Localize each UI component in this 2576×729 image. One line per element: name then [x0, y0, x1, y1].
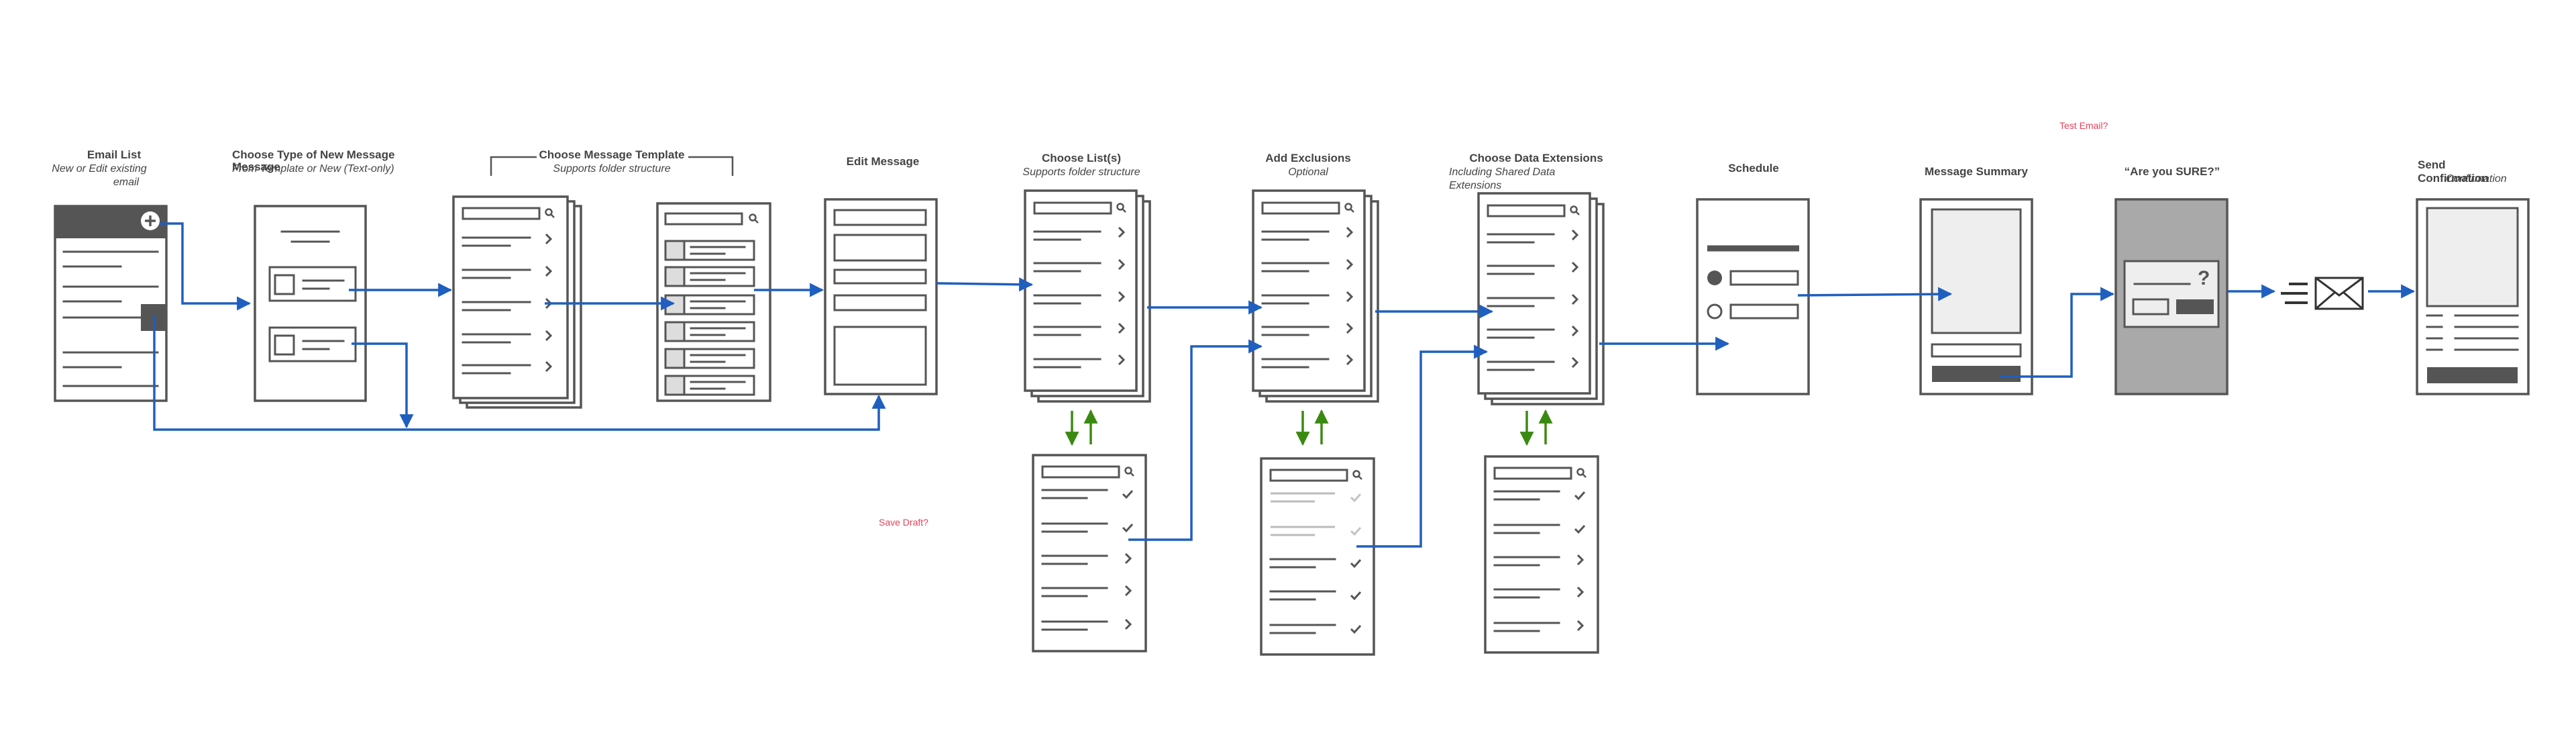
screen-title: Add Exclusions — [1265, 152, 1351, 164]
screen-title: Choose Message Template — [539, 148, 685, 161]
screen-subtitle: Including Shared Data — [1449, 166, 1555, 178]
screen-label-choose-type: Choose Type of New Message Message From … — [232, 148, 394, 175]
are-you-sure-screen: ? — [2114, 198, 2229, 395]
screen-title: Choose Type of New Message — [232, 148, 394, 161]
flow-arrow — [1128, 339, 1263, 541]
screen-title: “Are you SURE?” — [2125, 165, 2220, 178]
screen-title: Edit Message — [847, 155, 920, 168]
screen-label-email-list: Email List New or Edit existing email — [52, 148, 146, 188]
question-mark-icon: ? — [2198, 267, 2210, 289]
screen-subtitle: New or Edit existing — [52, 163, 146, 175]
save-draft-note: Save Draft? — [879, 517, 928, 528]
screen-title: Message Summary — [1925, 165, 2029, 178]
email-list-rows — [62, 250, 159, 387]
search-input[interactable] — [1487, 204, 1566, 217]
screen-title-2: Confirmation — [2418, 172, 2489, 185]
template-thumbnail-screen — [656, 202, 771, 402]
flow-arrows — [153, 222, 2416, 548]
choose-lists-screen — [1024, 189, 1151, 403]
search-input[interactable] — [1041, 465, 1120, 479]
screen-subtitle: Extensions — [1449, 180, 1501, 191]
schedule-screen — [1696, 198, 1810, 395]
screen-subtitle: From Template or New (Text-only) — [232, 163, 394, 175]
flow-arrow — [1999, 287, 2115, 378]
screen-title: Choose List(s) — [1042, 152, 1121, 164]
screen-label-add-exclusions: Add Exclusions Optional — [1265, 152, 1351, 178]
test-email-note: Test Email? — [2059, 120, 2108, 131]
content-block[interactable] — [833, 326, 927, 386]
dialog-confirm-button[interactable] — [2176, 299, 2214, 314]
screen-subtitle: Confirmation — [2446, 173, 2507, 185]
flow-arrow — [160, 222, 252, 311]
radio-send-now[interactable] — [1707, 271, 1722, 285]
search-input[interactable] — [1261, 201, 1340, 215]
selected-data-extensions-panel — [1484, 455, 1599, 654]
selected-exclusions-panel — [1260, 457, 1375, 656]
search-input[interactable] — [462, 207, 541, 220]
template-option[interactable] — [268, 266, 357, 302]
screen-subtitle: email — [113, 177, 140, 188]
choose-type-screen — [254, 205, 367, 402]
flow-arrow — [1797, 287, 1953, 301]
envelope-icon — [2314, 277, 2364, 310]
screen-label-schedule: Schedule — [1728, 162, 1779, 175]
schedule-field[interactable] — [1729, 270, 1799, 286]
email-list-screen — [54, 205, 168, 402]
template-folder-screen — [452, 195, 582, 409]
flow-arrow — [1356, 344, 1489, 548]
data-extensions-screen — [1477, 192, 1605, 405]
search-input[interactable] — [1493, 467, 1572, 480]
screen-label-edit-message: Edit Message — [847, 155, 920, 168]
flow-arrow — [936, 277, 1034, 292]
content-block[interactable] — [833, 269, 927, 285]
speed-lines-icon — [2281, 283, 2308, 304]
screen-subtitle: Supports folder structure — [553, 163, 670, 175]
confirm-dialog: ? — [2123, 260, 2220, 328]
flow-arrow — [352, 342, 414, 429]
screen-title-overlap: Message — [232, 160, 280, 173]
content-block[interactable] — [833, 234, 927, 262]
screen-title: Send — [2418, 158, 2446, 171]
search-input[interactable] — [1269, 469, 1348, 482]
edit-message-screen — [824, 198, 938, 395]
sync-arrows — [1065, 409, 1553, 446]
screen-label-choose-lists: Choose List(s) Supports folder structure — [1022, 152, 1140, 178]
send-button[interactable] — [1932, 366, 2021, 382]
send-confirmation-screen — [2416, 198, 2530, 395]
selected-lists-panel — [1032, 454, 1147, 652]
add-exclusions-screen — [1252, 189, 1379, 403]
radio-schedule-later[interactable] — [1707, 303, 1723, 320]
summary-field — [1931, 343, 2022, 358]
screen-subtitle: Optional — [1288, 166, 1328, 178]
screen-label-are-you-sure: “Are you SURE?” — [2125, 165, 2220, 178]
screen-label-data-extensions: Choose Data Extensions Including Shared … — [1449, 152, 1603, 191]
flow-arrow — [153, 315, 886, 431]
content-block[interactable] — [833, 294, 927, 311]
schedule-field[interactable] — [1729, 303, 1799, 320]
screen-subtitle: Supports folder structure — [1022, 166, 1140, 178]
screen-label-send-confirmation: Send Confirmation Confirmation — [2418, 158, 2507, 185]
content-block[interactable] — [833, 209, 927, 226]
screen-label-choose-template: Choose Message Template Supports folder … — [490, 148, 734, 176]
screen-title: Email List — [87, 148, 142, 161]
search-input[interactable] — [664, 212, 743, 226]
dialog-cancel-button[interactable] — [2132, 298, 2169, 315]
message-preview — [1931, 208, 2022, 334]
done-button[interactable] — [2427, 367, 2518, 383]
screen-title: Choose Data Extensions — [1469, 152, 1603, 164]
screen-label-message-summary: Message Summary — [1925, 165, 2029, 178]
screen-title: Schedule — [1728, 162, 1779, 175]
search-input[interactable] — [1033, 201, 1112, 215]
add-circle-icon[interactable] — [141, 211, 160, 230]
message-summary-screen — [1919, 198, 2033, 395]
message-preview — [2426, 207, 2519, 307]
